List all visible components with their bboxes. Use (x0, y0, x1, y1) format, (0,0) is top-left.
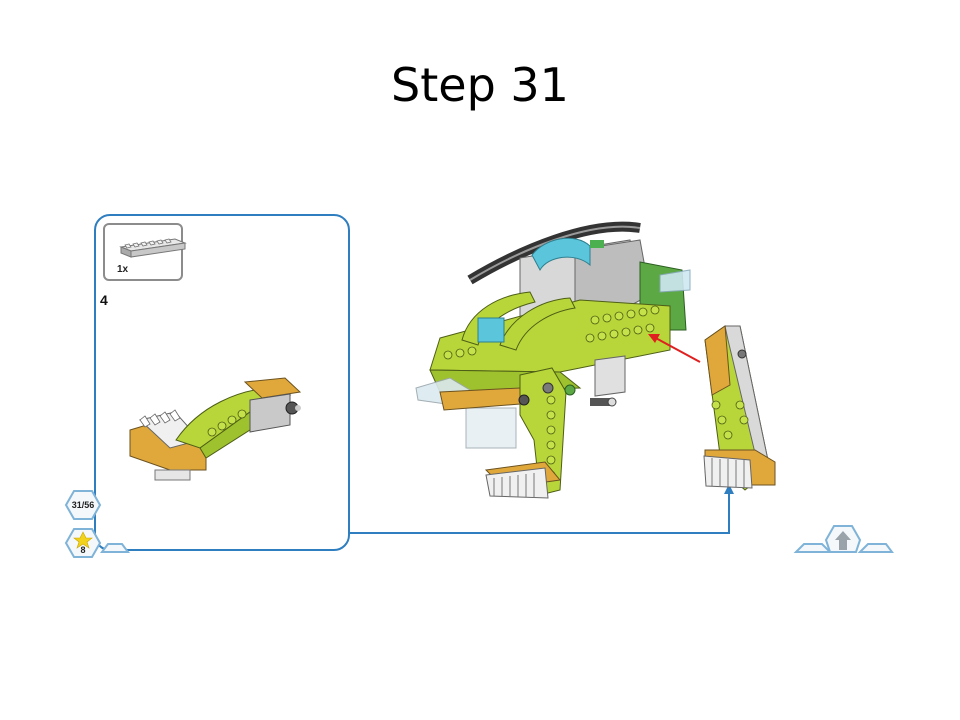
main-robot-model (415, 221, 691, 499)
up-arrow-icon (835, 531, 851, 550)
next-nav-hex[interactable] (857, 543, 894, 553)
page-counter-hex (64, 490, 102, 520)
nav-hex-small (100, 543, 130, 553)
rear-leg-assembly (703, 325, 776, 491)
page-counter: 31/56 (71, 500, 95, 510)
gear-rack-part-icon (119, 238, 187, 258)
subassembly-model (129, 377, 302, 481)
slide-title: Step 31 (391, 58, 569, 112)
bonus-count: 8 (80, 545, 86, 555)
prev-nav-hex[interactable] (793, 543, 833, 553)
bonus-hex (64, 528, 102, 558)
assembly-direction-arrow (648, 334, 701, 363)
parts-list-box (103, 223, 187, 281)
parts-quantity: 1x (117, 264, 129, 275)
callout-connector-arrow (350, 484, 734, 534)
home-nav-hex[interactable] (824, 525, 862, 553)
substep-number: 4 (100, 292, 108, 308)
